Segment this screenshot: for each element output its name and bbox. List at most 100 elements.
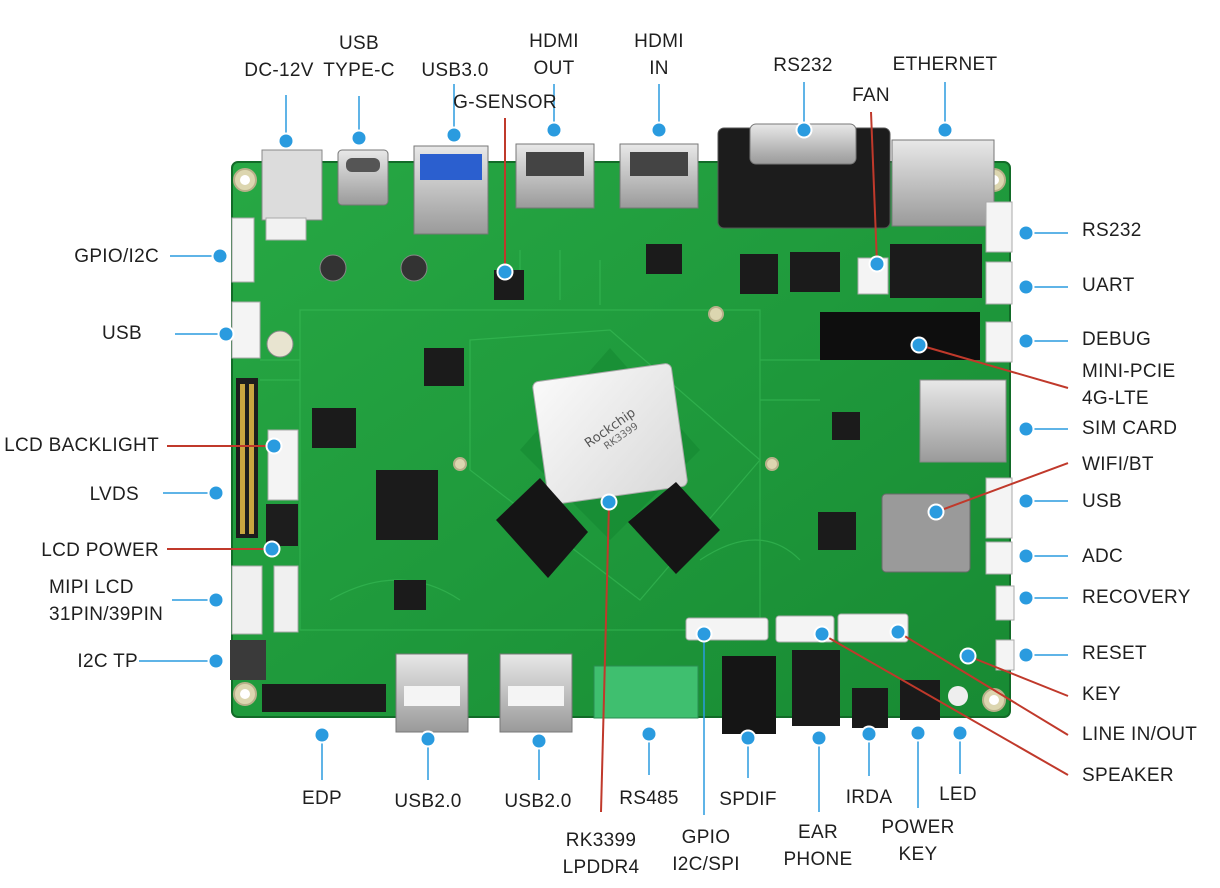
ethernet-port (891, 139, 995, 227)
callout-dot-debug (1019, 334, 1033, 348)
callout-dot-mini-pcie (912, 338, 926, 352)
rk3399-soc: Rockchip RK3399 (520, 348, 700, 540)
label-i2c-tp: I2C TP (77, 651, 138, 672)
label-uart: UART (1082, 275, 1135, 296)
label-usb20-b: USB2.0 (504, 791, 572, 812)
callout-dot-adc (1019, 549, 1033, 563)
callout-dot-rk3399 (602, 495, 616, 509)
leader-line-line-in-out (897, 631, 1069, 736)
callout-dot-usb20-b (532, 734, 546, 748)
lpddr4-chips (496, 478, 720, 578)
label-reset: RESET (1082, 643, 1147, 664)
leader-line-fan (870, 111, 878, 265)
label-fan: FAN (852, 85, 890, 106)
label-speaker: SPEAKER (1082, 765, 1174, 786)
callout-dot-lcd-power (265, 542, 279, 556)
leader-line-mini-pcie (918, 344, 1069, 389)
leader-line-rk3399 (600, 503, 610, 813)
spdif-jack (722, 656, 776, 734)
label-sim-card: SIM CARD (1082, 418, 1178, 439)
callout-dot-usb-typec (352, 131, 366, 145)
callout-dot-rs232-right (1019, 226, 1033, 240)
led (948, 686, 968, 706)
callout-dot-edp (315, 728, 329, 742)
callout-dot-gpio-spi (697, 627, 711, 641)
rs485-terminal (593, 665, 699, 719)
callout-dot-gsensor (498, 265, 512, 279)
label-usb30: USB3.0 (421, 60, 489, 81)
callout-dots (207, 121, 1035, 750)
label-wifi-bt: WIFI/BT (1082, 454, 1154, 475)
callout-dot-speaker (815, 627, 829, 641)
misc-ics (312, 244, 982, 610)
callout-dot-reset (1019, 648, 1033, 662)
label-debug: DEBUG (1082, 329, 1152, 350)
callout-dot-fan (870, 257, 884, 271)
callout-dot-power-key (911, 726, 925, 740)
edp-header (262, 684, 386, 712)
leader-line-key (967, 655, 1069, 697)
callout-dot-mipi-lcd (209, 593, 223, 607)
callout-dot-sim-card (1019, 422, 1033, 436)
label-spdif: SPDIF (719, 789, 777, 810)
callout-dot-hdmi-out (547, 123, 561, 137)
lvds-header (236, 378, 258, 538)
sim-slot (919, 379, 1007, 463)
callout-dot-lcd-backlight (267, 439, 281, 453)
label-led: LED (939, 784, 977, 805)
label-gsensor: G-SENSOR (453, 92, 557, 113)
callout-dot-spdif (741, 731, 755, 745)
label-lvds: LVDS (89, 484, 139, 505)
callout-dot-gpio-i2c (213, 249, 227, 263)
callout-dot-wifi-bt (929, 505, 943, 519)
callout-dot-usb-left (219, 327, 233, 341)
label-adc: ADC (1082, 546, 1124, 567)
callout-dot-usb20-a (421, 732, 435, 746)
label-lcd-backlight: LCD BACKLIGHT (4, 435, 159, 456)
label-line-in-out: LINE IN/OUT (1082, 724, 1198, 745)
label-rs232-top: RS232 (773, 55, 833, 76)
label-lcd-power: LCD POWER (41, 540, 159, 561)
label-usb-right: USB (1082, 491, 1122, 512)
callout-dot-hdmi-in (652, 123, 666, 137)
callout-dot-uart (1019, 280, 1033, 294)
label-key: KEY (1082, 684, 1121, 705)
label-rs485: RS485 (619, 788, 679, 809)
label-edp: EDP (302, 788, 342, 809)
callout-dot-recovery (1019, 591, 1033, 605)
leader-line-speaker (821, 633, 1069, 776)
leader-line-wifi-bt (935, 462, 1069, 513)
callout-dot-rs485 (642, 727, 656, 741)
label-usb-left: USB (102, 323, 142, 344)
callout-dot-irda (862, 727, 876, 741)
label-ethernet: ETHERNET (892, 54, 998, 75)
label-recovery: RECOVERY (1082, 587, 1191, 608)
earphone-jack (792, 650, 840, 726)
label-irda: IRDA (845, 787, 893, 808)
callout-dot-ethernet (938, 123, 952, 137)
callout-dot-usb30 (447, 128, 461, 142)
callout-dot-rs232-top (797, 123, 811, 137)
callout-dot-lvds (209, 486, 223, 500)
callout-dot-earphone (812, 731, 826, 745)
irda-module (852, 688, 888, 728)
label-gpio-i2c: GPIO/I2C (74, 246, 159, 267)
callout-dot-key (961, 649, 975, 663)
wifi-bt-module (881, 493, 971, 573)
callout-dot-usb-right (1019, 494, 1033, 508)
callout-dot-line-in-out (891, 625, 905, 639)
dc-jack (261, 149, 323, 221)
label-dc12v: DC-12V (244, 60, 314, 81)
callout-dot-led (953, 726, 967, 740)
label-usb20-a: USB2.0 (394, 791, 462, 812)
label-rs232-right: RS232 (1082, 220, 1142, 241)
capacitors (266, 254, 428, 358)
